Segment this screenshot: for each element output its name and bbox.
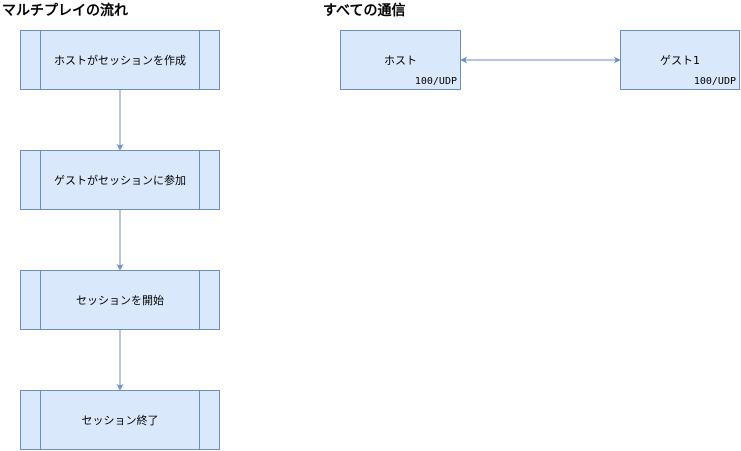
flow-step-join-session[interactable]: ゲストがセッションに参加 <box>20 150 220 210</box>
flow-step-label: ホストがセッションを作成 <box>54 54 186 67</box>
comm-title: すべての通信 <box>323 3 406 19</box>
flow-step-end-session[interactable]: セッション終了 <box>20 390 220 450</box>
flow-step-label: セッション終了 <box>81 414 159 427</box>
flow-step-label: セッションを開始 <box>76 294 164 307</box>
host-node[interactable]: ホスト 100/UDP <box>340 30 461 90</box>
guest-port: 100/UDP <box>693 76 736 87</box>
flow-step-create-session[interactable]: ホストがセッションを作成 <box>20 30 220 90</box>
guest-node[interactable]: ゲスト1 100/UDP <box>620 30 740 90</box>
flow-title: マルチプレイの流れ <box>2 3 128 19</box>
guest-label: ゲスト1 <box>660 54 700 67</box>
flow-step-start-session[interactable]: セッションを開始 <box>20 270 220 330</box>
flow-step-label: ゲストがセッションに参加 <box>54 174 186 187</box>
host-label: ホスト <box>384 54 417 67</box>
host-port: 100/UDP <box>414 76 457 87</box>
